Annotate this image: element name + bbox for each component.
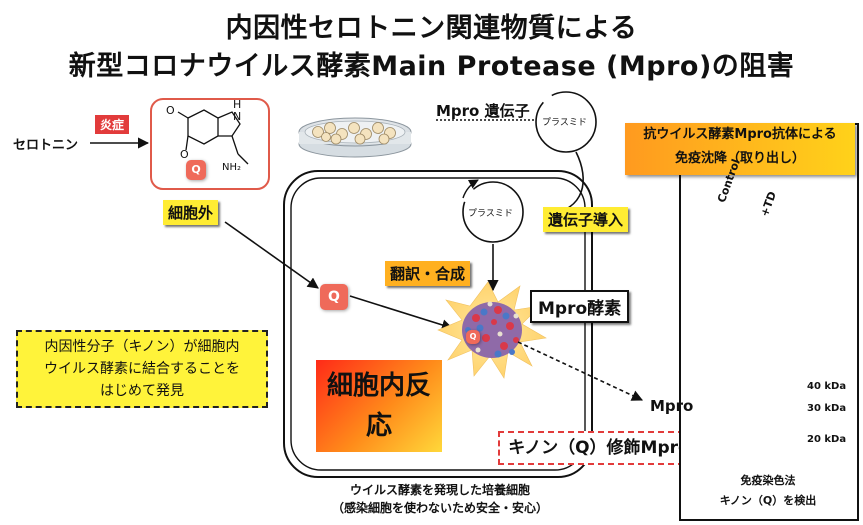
discovery-note-line1: 内因性分子（キノン）が細胞内 bbox=[44, 339, 240, 355]
discovery-note: 内因性分子（キノン）が細胞内 ウイルス酵素に結合することを はじめて発見 bbox=[16, 330, 268, 408]
western-footer-1: 免疫染色法 bbox=[740, 474, 796, 487]
plasmid-transfection-arrow bbox=[546, 151, 584, 219]
immunoprecipitation-line1: 抗ウイルス酵素Mpro抗体による bbox=[643, 127, 837, 142]
cell-outline-inner bbox=[290, 177, 586, 471]
serotonin-structure-box bbox=[150, 98, 270, 190]
mpro-band-label: Mpro bbox=[650, 397, 694, 415]
western-blot-panel bbox=[679, 123, 859, 521]
discovery-note-line2: ウイルス酵素に結合することを bbox=[44, 361, 240, 377]
cell-caption-1: ウイルス酵素を発現した培養細胞 bbox=[349, 483, 530, 497]
marker-30kda: 30 kDa bbox=[807, 403, 847, 414]
q-badge-cell: Q bbox=[320, 284, 348, 310]
western-footer-2: キノン（Q）を検出 bbox=[719, 494, 817, 507]
extracellular-tag: 細胞外 bbox=[163, 200, 219, 225]
q-badge-structure: Q bbox=[186, 160, 206, 180]
extracellular-to-cell-arrow bbox=[224, 221, 319, 289]
protein-to-band-arrow bbox=[517, 341, 644, 401]
serotonin-label: セロトニン bbox=[13, 138, 79, 153]
plasmid-inner-circle bbox=[462, 181, 524, 243]
mpro-enzyme-tag: Mpro酵素 bbox=[530, 290, 630, 323]
q-to-protein-arrow bbox=[349, 295, 454, 331]
discovery-note-line3: はじめて発見 bbox=[100, 383, 184, 399]
q-badge-protein: Q bbox=[466, 330, 480, 344]
plasmid-outer-label: プラスミド bbox=[542, 118, 587, 128]
structure-h: H bbox=[233, 98, 242, 111]
title-line2: 新型コロナウイルス酵素Main Protease (Mpro)の阻害 bbox=[68, 51, 795, 82]
quinone-structure bbox=[177, 109, 249, 165]
cell-caption-2: （感染細胞を使わないため安全・安心） bbox=[331, 501, 548, 515]
structure-nh2: NH₂ bbox=[222, 162, 242, 173]
intracellular-reaction-box: 細胞内反応 bbox=[316, 360, 442, 452]
inflammation-tag: 炎症 bbox=[95, 115, 130, 134]
title-line1: 内因性セロトニン関連物質による bbox=[225, 13, 638, 44]
marker-40kda: 40 kDa bbox=[807, 381, 847, 392]
immunoprecipitation-label: 抗ウイルス酵素Mpro抗体による 免疫沈降（取り出し） bbox=[625, 123, 855, 175]
transfection-tag: 遺伝子導入 bbox=[543, 207, 629, 232]
petri-dish bbox=[298, 117, 412, 158]
cell-outline-outer bbox=[283, 170, 593, 478]
structure-n: N bbox=[233, 110, 242, 123]
plasmid-inner-label: プラスミド bbox=[468, 209, 513, 219]
translation-tag: 翻訳・合成 bbox=[385, 261, 471, 286]
immunoprecipitation-line2: 免疫沈降（取り出し） bbox=[674, 151, 805, 166]
plasmid-outer-circle bbox=[535, 91, 597, 153]
marker-20kda: 20 kDa bbox=[807, 434, 847, 445]
structure-o1: O bbox=[166, 104, 175, 117]
protein-molecule bbox=[462, 301, 522, 358]
structure-o2: O bbox=[180, 148, 189, 161]
mpro-gene-label: Mpro 遺伝子 bbox=[436, 102, 530, 120]
